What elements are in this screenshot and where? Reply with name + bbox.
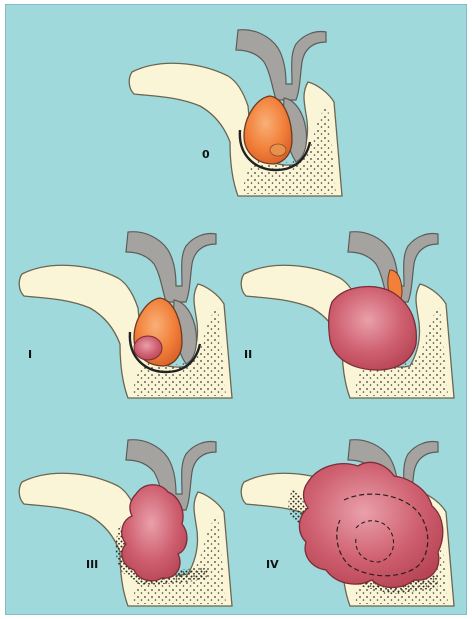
stage-I-panel: I	[19, 232, 232, 398]
stage-III-panel: III	[19, 440, 232, 606]
invasive-adenoma	[122, 485, 187, 581]
stage-label-II: II	[244, 348, 252, 361]
stage-0-panel: 0	[129, 30, 342, 196]
stage-label-III: III	[86, 558, 98, 571]
adenoma	[134, 336, 162, 360]
giant-invasive-adenoma	[299, 462, 442, 587]
stage-label-I: I	[28, 348, 32, 361]
stage-IV-panel: IV	[241, 440, 454, 606]
stage-II-panel: II	[241, 232, 454, 398]
stage-label-0: 0	[202, 148, 210, 161]
microadenoma	[270, 144, 286, 156]
stage-label-IV: IV	[266, 558, 279, 571]
